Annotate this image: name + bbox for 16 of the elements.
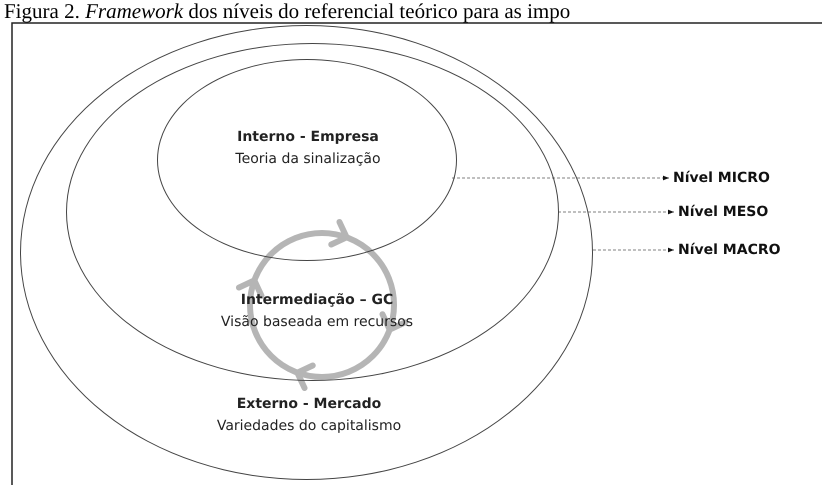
level-ellipse xyxy=(20,25,593,480)
leader-arrow xyxy=(452,176,669,180)
level-label: Nível MESO xyxy=(678,203,768,221)
theory-text: Teoria da sinalização xyxy=(235,151,381,167)
figure-title: Figura 2. Framework dos níveis do referencial teórico para as impo xyxy=(4,0,570,22)
level-heading: Interno - Empresa xyxy=(237,129,379,145)
level-label: Nível MACRO xyxy=(678,241,781,259)
leader-arrow xyxy=(592,248,674,252)
level-ellipse xyxy=(66,43,559,381)
theory-text: Visão baseada em recursos xyxy=(220,314,414,330)
leader-arrow xyxy=(558,210,674,214)
level-heading: Externo - Mercado xyxy=(236,396,382,412)
level-heading: Intermediação – GC xyxy=(240,292,394,308)
level-label: Nível MICRO xyxy=(673,169,770,187)
theory-text: Variedades do capitalismo xyxy=(216,418,402,434)
level-ellipse xyxy=(157,59,457,261)
